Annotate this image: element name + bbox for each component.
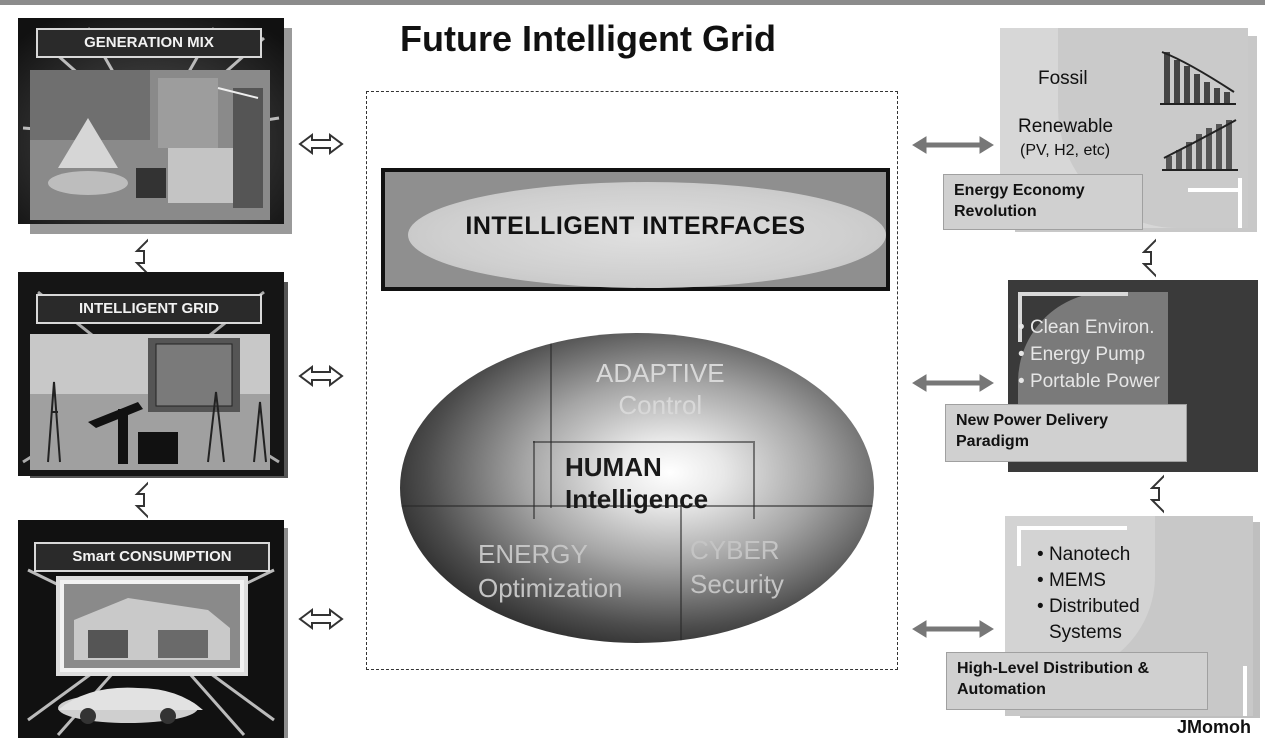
double-arrow-vertical-icon [1142, 238, 1156, 278]
double-arrow-horizontal-icon [912, 136, 994, 154]
top-rule [0, 0, 1265, 5]
human-intelligence-text: HUMAN Intelligence [565, 451, 708, 515]
fossil-label: Fossil [1038, 68, 1088, 89]
cyber-label: CYBER [690, 535, 780, 565]
center-sphere: ADAPTIVE Control HUMAN Intelligence ENER… [400, 333, 874, 643]
bullet-item: • MEMS [1037, 570, 1106, 591]
bullet-item: • Nanotech [1037, 544, 1131, 565]
double-arrow-vertical-icon [134, 238, 148, 276]
intelligence-label: Intelligence [565, 484, 709, 514]
double-arrow-vertical-icon [1150, 474, 1164, 514]
double-arrow-horizontal-icon [298, 133, 344, 155]
author-credit: JMomoh [1177, 717, 1251, 737]
renewable-trend-icon [1162, 119, 1238, 171]
bullet-item: • Distributed [1037, 596, 1140, 617]
intelligent-grid-panel: INTELLIGENT GRID [18, 272, 298, 482]
adaptive-label: ADAPTIVE [596, 358, 725, 388]
optimization-label: Optimization [478, 573, 623, 603]
bullet-item: • Energy Pump [1018, 344, 1146, 365]
smart-consumption-label: Smart CONSUMPTION [34, 542, 270, 572]
renewable-label: Renewable [1018, 116, 1114, 137]
intelligent-interfaces-label: INTELLIGENT INTERFACES [465, 212, 806, 240]
grid-photo [18, 272, 284, 476]
control-label: Control [618, 390, 703, 420]
bullet-item: • Portable Power [1018, 371, 1160, 392]
renewable-sub-label: (PV, H2, etc) [1020, 142, 1111, 159]
energy-economy-label: Energy Economy Revolution [943, 174, 1143, 230]
security-label: Security [690, 569, 784, 599]
double-arrow-vertical-icon [134, 481, 148, 519]
double-arrow-horizontal-icon [912, 374, 994, 392]
intelligent-interfaces-ellipse [408, 182, 886, 288]
double-arrow-horizontal-icon [912, 620, 994, 638]
smart-consumption-panel: Smart CONSUMPTION [18, 520, 298, 742]
distribution-label: High-Level Distribution & Automation [946, 652, 1208, 710]
energy-label: ENERGY [478, 539, 588, 569]
generation-mix-panel: GENERATION MIX [18, 18, 298, 240]
center-frame [366, 91, 898, 670]
power-delivery-bullets: • Clean Environ. • Energy Pump • Portabl… [1018, 314, 1160, 395]
bullet-item: Systems [1049, 622, 1122, 643]
diagram-title: Future Intelligent Grid [400, 18, 776, 59]
energy-optimization-text: ENERGY Optimization [478, 537, 623, 605]
human-label: HUMAN [565, 452, 662, 482]
bullet-item: • Clean Environ. [1018, 317, 1155, 338]
double-arrow-horizontal-icon [298, 365, 344, 387]
power-delivery-label: New Power Delivery Paradigm [945, 404, 1187, 462]
cyber-security-text: CYBER Security [690, 533, 784, 601]
generation-mix-label: GENERATION MIX [36, 28, 262, 58]
distribution-bullets: • Nanotech • MEMS • Distributed Systems [1037, 542, 1140, 646]
fossil-trend-icon [1160, 51, 1236, 105]
intelligent-grid-label: INTELLIGENT GRID [36, 294, 262, 324]
double-arrow-horizontal-icon [298, 608, 344, 630]
adaptive-control-text: ADAPTIVE Control [596, 357, 725, 421]
